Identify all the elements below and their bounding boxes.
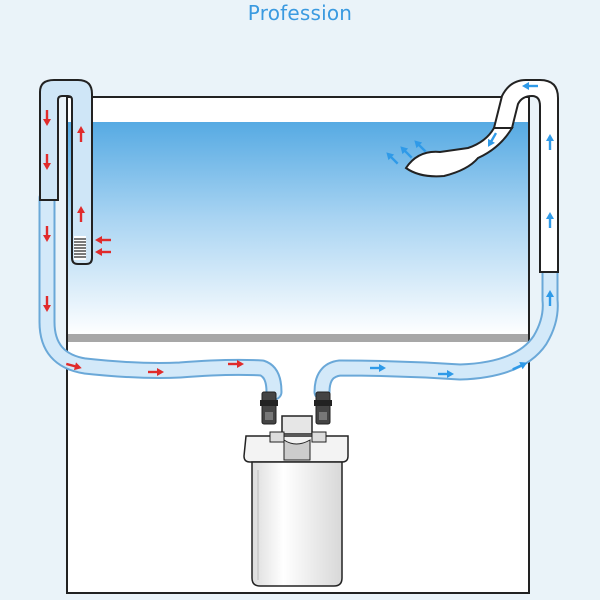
intake-arrow [43, 154, 51, 170]
valves [260, 391, 332, 425]
outflow-arrow [546, 290, 554, 306]
intake-arrow [43, 110, 51, 126]
outflow-arrow [546, 212, 554, 228]
intake-pipe [39, 79, 93, 265]
intake-arrow [43, 226, 51, 242]
canister-filter [243, 415, 349, 587]
outflow-arrow [522, 82, 538, 90]
flow-arrows [43, 82, 554, 378]
outflow-arrow [370, 364, 386, 372]
tank [66, 96, 530, 342]
inlet-valve [260, 391, 278, 425]
intake-arrow [77, 126, 85, 142]
outflow-arrow [488, 132, 498, 147]
intake-arrow [95, 236, 111, 244]
outflow-arrow [400, 146, 413, 159]
intake-arrow [148, 368, 164, 376]
intake-arrow [43, 296, 51, 312]
intake-strainer [74, 236, 86, 260]
outflow-arrow [438, 370, 454, 378]
page-title: Profession [247, 1, 353, 25]
intake-arrow [95, 248, 111, 256]
intake-arrow [77, 206, 85, 222]
outflow-arrow [546, 134, 554, 150]
outflow-arrow [414, 140, 427, 153]
outlet-valve [314, 391, 332, 425]
intake-arrow [228, 360, 244, 368]
outflow-arrow [386, 152, 399, 165]
spray-nozzle [404, 127, 514, 178]
outflow-pipe [404, 79, 559, 273]
gravel-line [68, 334, 528, 342]
intake-arrow [65, 362, 82, 371]
tubes [38, 189, 559, 401]
outflow-arrow [512, 361, 528, 371]
